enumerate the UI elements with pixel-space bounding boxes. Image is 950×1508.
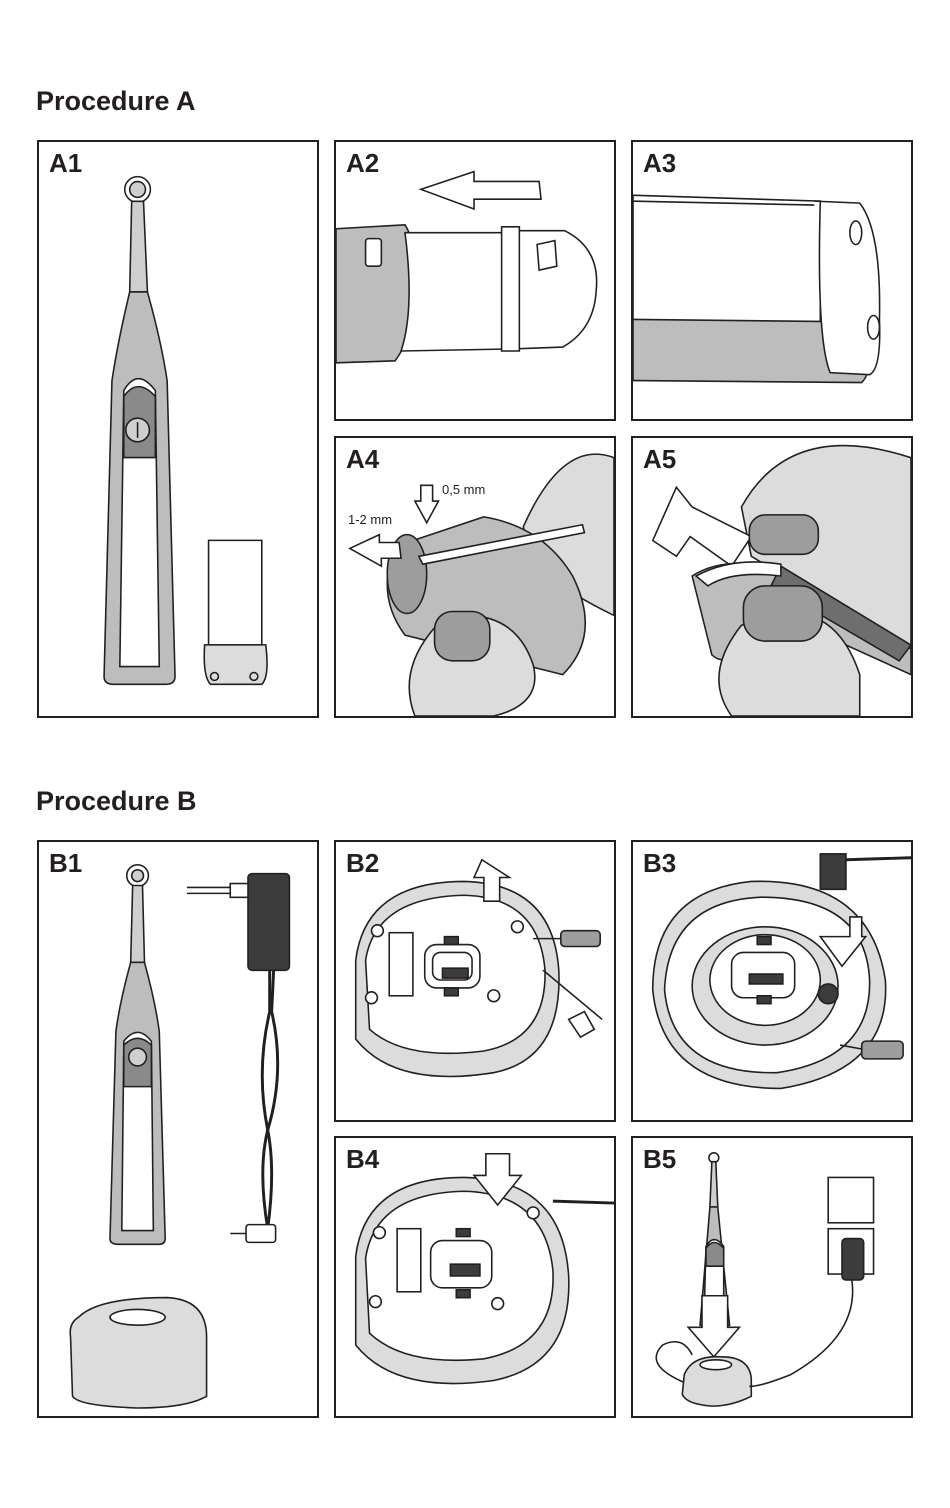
panel-label-a5: A5	[643, 444, 676, 475]
open-charger-base-illustration	[336, 842, 614, 1120]
lift-cover-off-illustration	[633, 438, 911, 716]
panel-label-a3: A3	[643, 148, 676, 179]
panel-b4: B4	[334, 1136, 616, 1418]
panel-b5: B5	[631, 1136, 913, 1418]
panel-label-b1: B1	[49, 848, 82, 879]
connect-cable-to-base-illustration	[633, 842, 911, 1120]
panel-label-b4: B4	[346, 1144, 379, 1175]
pry-cover-with-tool-illustration	[336, 438, 614, 716]
panel-label-b5: B5	[643, 1144, 676, 1175]
panel-a4: A4 0,5 mm 1-2 mm	[334, 436, 616, 718]
panel-label-a1: A1	[49, 148, 82, 179]
cover-slide-off-illustration	[336, 142, 614, 419]
handpiece-charger-adapter-illustration	[39, 842, 317, 1416]
panel-label-a4: A4	[346, 444, 379, 475]
panel-label-b3: B3	[643, 848, 676, 879]
panel-a5: A5	[631, 436, 913, 718]
procedure-b-heading: Procedure B	[36, 786, 197, 817]
panel-b2: B2	[334, 840, 616, 1122]
panel-a3: A3	[631, 140, 913, 421]
handpiece-with-cover-illustration	[39, 142, 317, 716]
panel-b3: B3	[631, 840, 913, 1122]
place-handpiece-on-charger-illustration	[633, 1138, 911, 1416]
panel-a2: A2	[334, 140, 616, 421]
panel-label-a2: A2	[346, 148, 379, 179]
procedure-a-heading: Procedure A	[36, 86, 196, 117]
annotation-distance: 1-2 mm	[348, 512, 392, 527]
panel-a1: A1	[37, 140, 319, 718]
panel-label-b2: B2	[346, 848, 379, 879]
cover-removed-illustration	[633, 142, 911, 419]
panel-b1: B1	[37, 840, 319, 1418]
close-charger-base-illustration	[336, 1138, 614, 1416]
annotation-depth: 0,5 mm	[442, 482, 485, 497]
